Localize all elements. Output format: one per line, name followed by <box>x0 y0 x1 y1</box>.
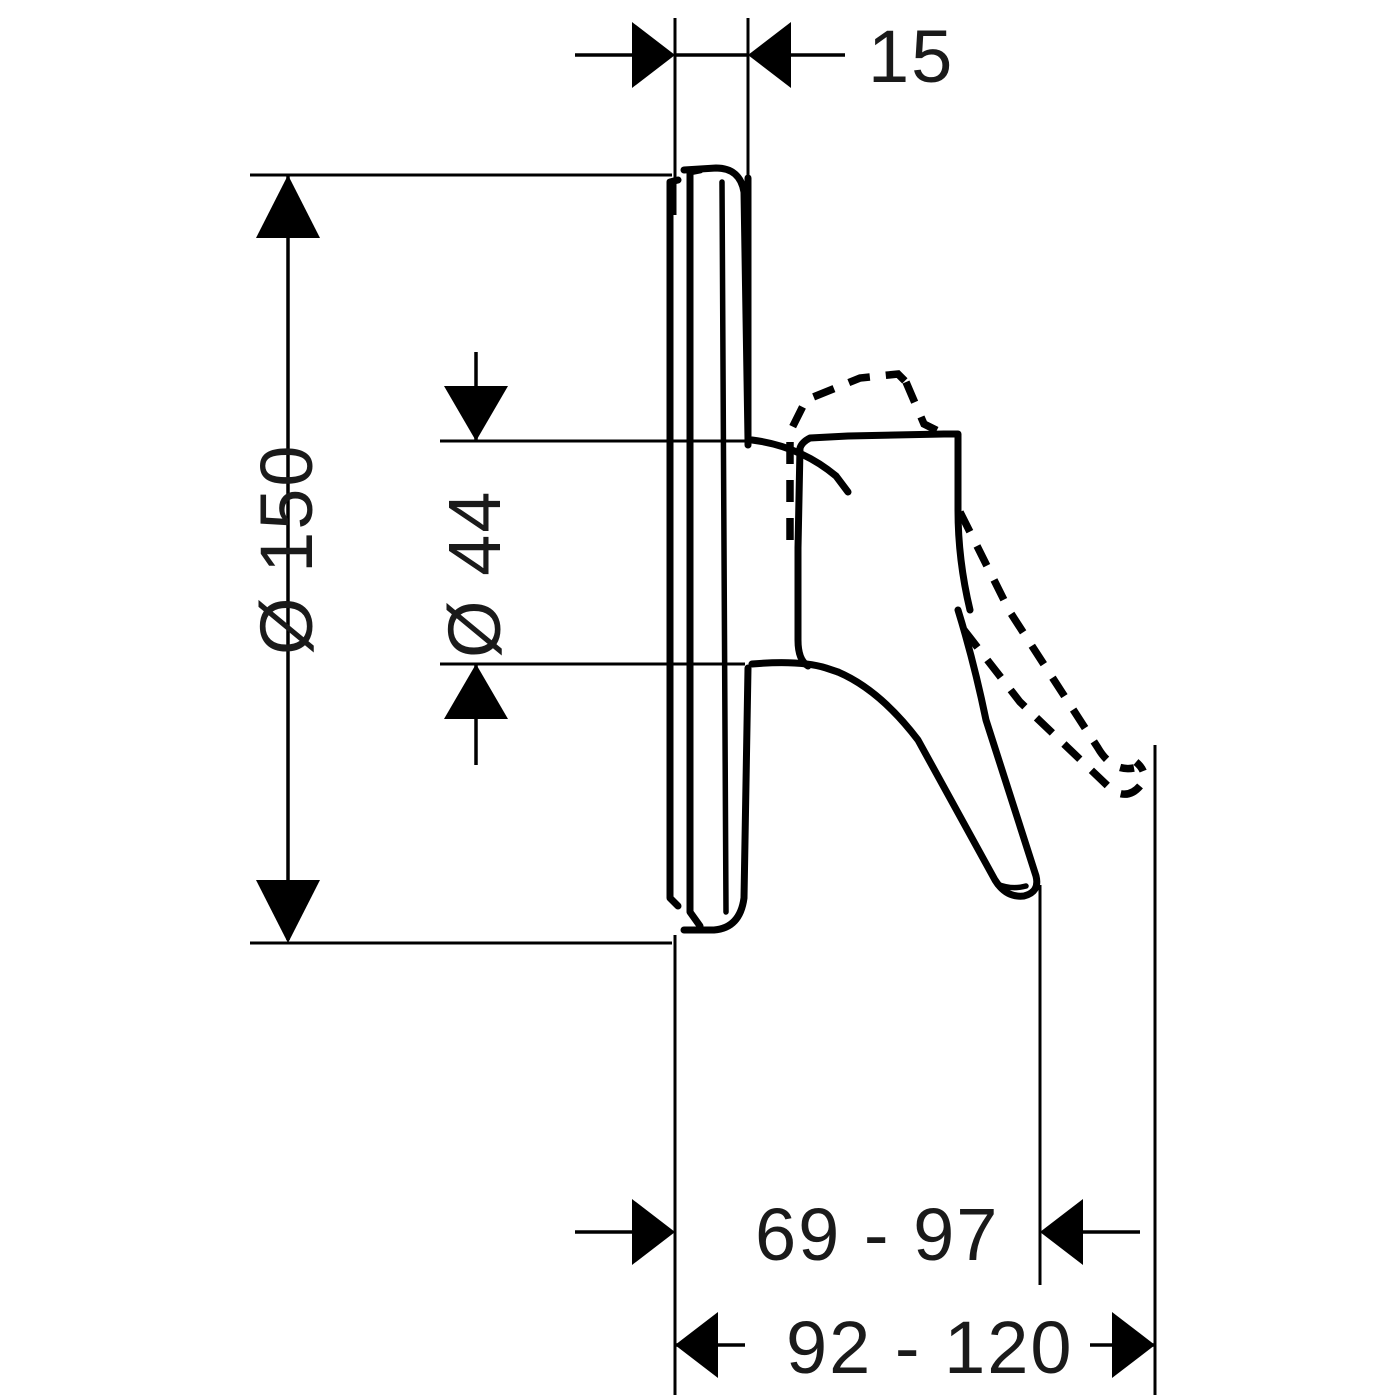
arrowhead-150-bottom <box>256 880 320 943</box>
handle-raised-dashed-link <box>902 380 946 438</box>
lever-tip-seam <box>994 881 1029 891</box>
arrowhead-69-97-right <box>1040 1199 1083 1265</box>
lever-arm-solid <box>834 606 1041 900</box>
arrowhead-69-97-left <box>632 1199 675 1265</box>
dimension-15: 15 <box>575 15 954 98</box>
lever-swing-dashed-lower <box>961 627 1148 798</box>
arrowhead-44-top <box>444 386 508 441</box>
arrowhead-92-120-left <box>675 1312 718 1378</box>
dim-label-15: 15 <box>868 15 954 98</box>
dimension-44: Ø 44 <box>433 352 516 765</box>
dim-label-150: Ø 150 <box>245 443 328 655</box>
plate-inner-edge <box>686 166 704 930</box>
dim-label-44: Ø 44 <box>433 490 516 658</box>
dimension-92-120: 92 - 120 <box>675 1306 1155 1389</box>
dim-label-92-120: 92 - 120 <box>786 1306 1074 1389</box>
dimension-150: Ø 150 <box>245 175 328 943</box>
arrowhead-150-top <box>256 175 320 238</box>
plate-seam-line <box>719 179 729 915</box>
handle-left-flank <box>794 544 812 670</box>
dim-label-69-97: 69 - 97 <box>755 1193 999 1276</box>
arrowhead-15-right <box>748 22 791 88</box>
handle-raised-dashed <box>786 370 909 540</box>
plate-bottom-profile <box>680 664 752 934</box>
dimension-69-97: 69 - 97 <box>575 1193 1140 1276</box>
hub-curve-lower <box>748 659 842 676</box>
arrowhead-15-left <box>632 22 675 88</box>
arrowhead-44-bottom <box>444 664 508 719</box>
plate-top-profile <box>680 164 752 444</box>
plate-front-edge <box>666 176 682 910</box>
arrowhead-92-120-right <box>1112 1312 1155 1378</box>
handle-body-top <box>794 430 974 614</box>
extension-lines <box>250 18 1157 1395</box>
mixer-assembly <box>666 164 1148 934</box>
lever-swing-dashed-upper <box>956 510 1135 773</box>
